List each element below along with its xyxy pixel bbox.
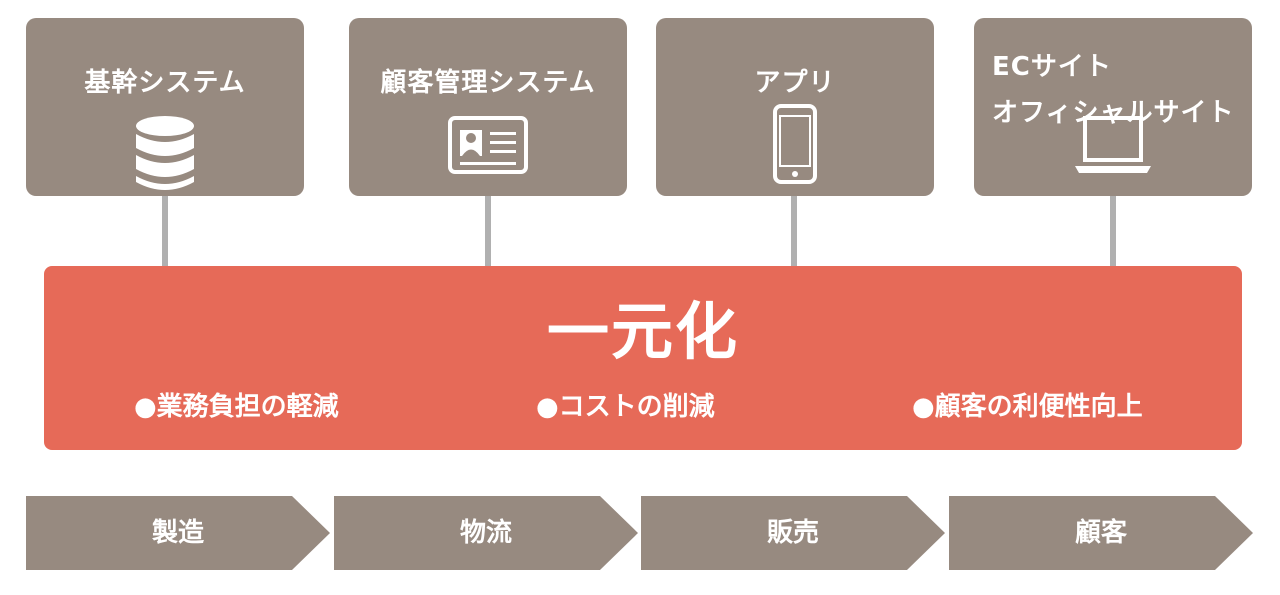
system-box-crm: 顧客管理システム	[349, 18, 627, 196]
system-title: ECサイト オフィシャルサイト	[992, 44, 1252, 136]
benefit-workload: ●業務負担の軽減	[134, 392, 339, 422]
flow-label: 製造	[151, 518, 204, 548]
flow-label: 顧客	[1074, 518, 1127, 548]
flow-step-manufacturing: 製造	[26, 496, 330, 570]
system-title-line: ECサイト	[992, 52, 1112, 82]
connector-line	[485, 196, 491, 266]
system-title: 顧客管理システム	[380, 68, 596, 98]
flow-label: 物流	[459, 518, 512, 548]
flow-label: 販売	[766, 518, 819, 548]
flow-step-sales: 販売	[641, 496, 945, 570]
benefit-convenience: ●顧客の利便性向上	[912, 392, 1143, 422]
system-title-line: オフィシャルサイト	[992, 98, 1235, 128]
laptop-icon	[1073, 116, 1153, 178]
connector-line	[791, 196, 797, 266]
id-card-icon	[448, 116, 528, 178]
system-title: アプリ	[754, 68, 836, 98]
flow-step-customer: 顧客	[949, 496, 1253, 570]
system-box-app: アプリ	[656, 18, 934, 196]
flow-step-logistics: 物流	[334, 496, 638, 570]
system-box-ec: ECサイト オフィシャルサイト	[974, 18, 1252, 196]
system-title: 基幹システム	[84, 68, 246, 98]
database-icon	[135, 114, 195, 198]
system-box-core: 基幹システム	[26, 18, 304, 196]
unification-title: 一元化	[546, 295, 739, 368]
benefit-cost: ●コストの削減	[536, 392, 715, 422]
connector-line	[162, 196, 168, 266]
smartphone-icon	[773, 104, 817, 188]
unification-block: 一元化 ●業務負担の軽減 ●コストの削減 ●顧客の利便性向上	[44, 266, 1242, 450]
connector-line	[1110, 196, 1116, 266]
